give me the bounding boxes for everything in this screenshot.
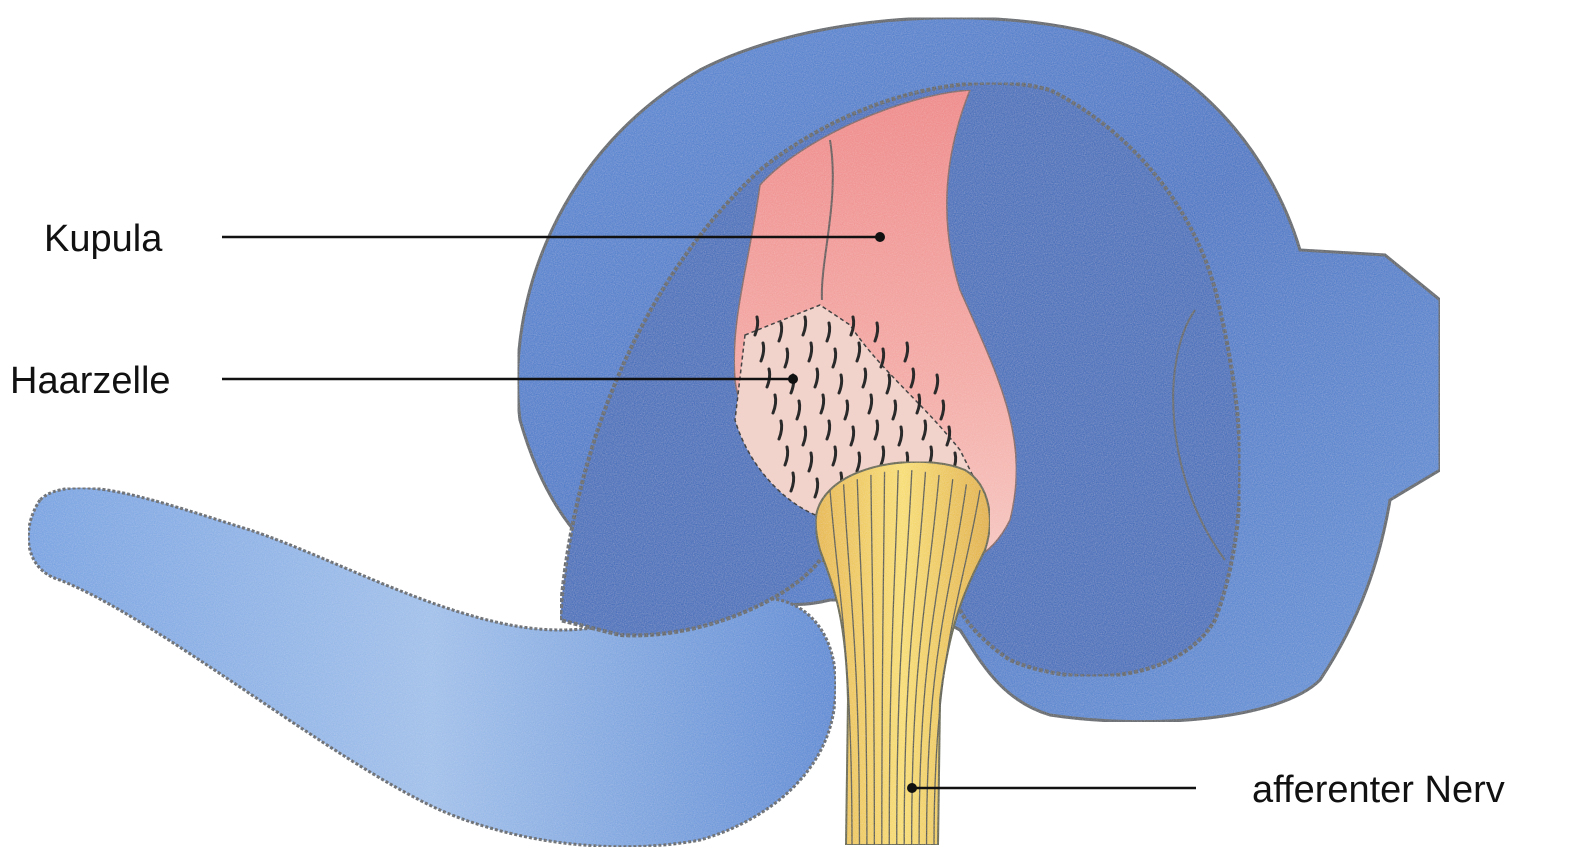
label-kupula: Kupula [44, 220, 162, 258]
pointer-dot-haarzelle [788, 374, 798, 384]
pointer-dot-kupula [875, 232, 885, 242]
label-afferenter-nerv: afferenter Nerv [1252, 771, 1505, 809]
label-haarzelle: Haarzelle [10, 362, 171, 400]
pointer-dot-nerv [907, 783, 917, 793]
